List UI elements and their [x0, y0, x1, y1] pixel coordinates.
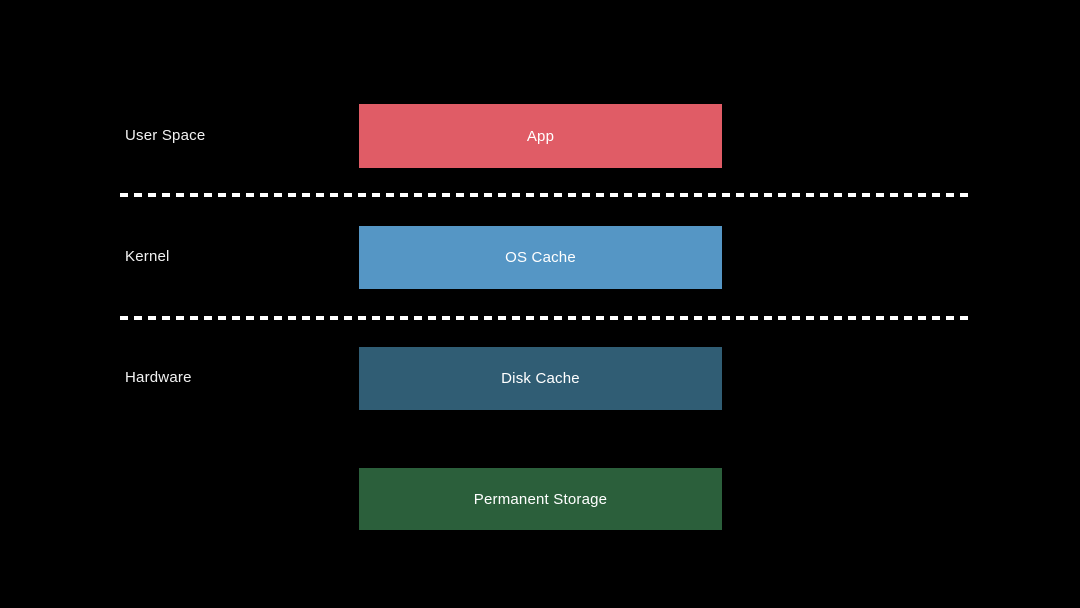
permanent-storage-box-label: Permanent Storage	[473, 490, 608, 508]
permanent-storage-box: Permanent Storage	[359, 468, 722, 530]
user-space-kernel-separator	[120, 193, 968, 197]
layer-label-kernel: Kernel	[125, 248, 170, 265]
os-cache-box: OS Cache	[359, 226, 722, 289]
app-box-label: App	[526, 127, 555, 145]
app-box: App	[359, 104, 722, 168]
disk-cache-box-label: Disk Cache	[501, 370, 580, 387]
kernel-hardware-separator	[120, 316, 968, 320]
disk-cache-box: Disk Cache	[359, 347, 722, 410]
layer-label-user-space: User Space	[125, 127, 206, 144]
os-cache-box-label: OS Cache	[505, 249, 576, 266]
layer-label-hardware: Hardware	[125, 369, 192, 386]
